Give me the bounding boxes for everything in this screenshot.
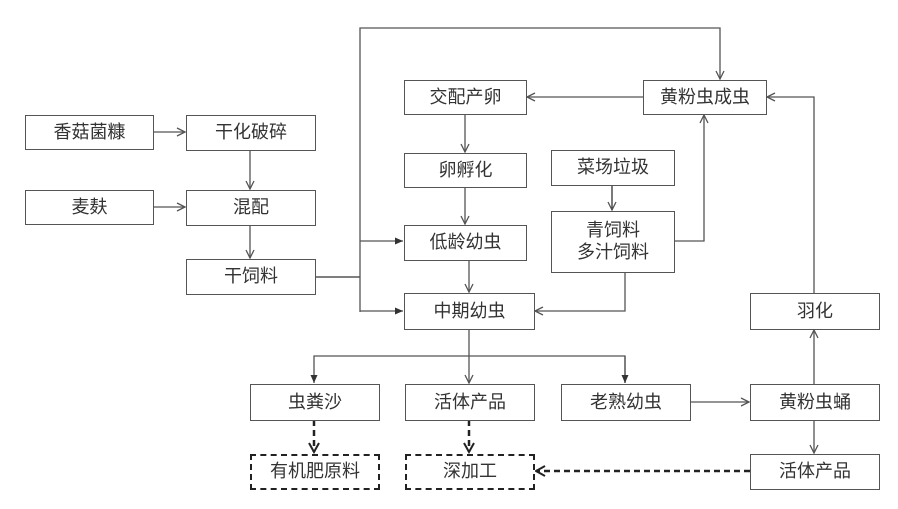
- node-young-larva: 低龄幼虫: [404, 225, 527, 261]
- node-deep-processing: 深加工: [405, 454, 535, 490]
- node-label: 卵孵化: [438, 159, 493, 181]
- node-label: 香菇菌糠: [53, 121, 126, 143]
- edge-eclosion-to-adult: [767, 97, 815, 293]
- node-mid-larva: 中期幼虫: [404, 293, 535, 330]
- node-label: 麦麸: [71, 196, 108, 218]
- node-pupa: 黄粉虫蛹: [750, 384, 880, 421]
- edge-trunk: [359, 27, 720, 312]
- node-green-feed: 青饲料 多汁饲料: [551, 211, 675, 273]
- node-adult: 黄粉虫成虫: [643, 80, 767, 115]
- node-hatching: 卵孵化: [404, 153, 527, 188]
- node-label: 深加工: [443, 461, 497, 482]
- node-dry-crush: 干化破碎: [186, 115, 316, 151]
- node-label: 干化破碎: [215, 122, 287, 143]
- node-dry-feed: 干饲料: [186, 259, 316, 295]
- node-label: 混配: [233, 197, 269, 218]
- node-label: 黄粉虫成虫: [660, 86, 750, 108]
- node-label: 老熟幼虫: [590, 391, 662, 413]
- node-label: 低龄幼虫: [429, 232, 502, 253]
- node-mating: 交配产卵: [404, 80, 527, 115]
- node-label: 菜场垃圾: [577, 157, 649, 178]
- node-label-line2: 多汁饲料: [577, 242, 649, 263]
- node-eclosion: 羽化: [750, 293, 880, 330]
- node-mix: 混配: [186, 190, 316, 226]
- node-label: 羽化: [797, 300, 833, 322]
- node-mushroom-residue: 香菇菌糠: [25, 115, 154, 150]
- node-label: 中期幼虫: [433, 300, 506, 322]
- node-label-line1: 青饲料: [586, 220, 640, 241]
- node-live-product-right: 活体产品: [750, 454, 880, 490]
- node-label: 活体产品: [434, 391, 506, 413]
- node-organic-fertilizer: 有机肥原料: [250, 454, 380, 490]
- node-wheat-bran: 麦麸: [25, 190, 154, 225]
- edge-greenfeed-to-adult: [674, 115, 704, 242]
- edge-greenfeed-to-mid: [535, 272, 626, 311]
- node-mature-larva: 老熟幼虫: [561, 384, 691, 421]
- node-label: 活体产品: [779, 461, 851, 482]
- node-label: 交配产卵: [429, 86, 502, 108]
- node-label: 虫粪沙: [288, 391, 342, 413]
- node-market-waste: 菜场垃圾: [551, 150, 675, 186]
- node-label: 干饲料: [224, 266, 278, 287]
- node-label: 黄粉虫蛹: [779, 391, 851, 413]
- node-frass: 虫粪沙: [250, 384, 380, 421]
- node-live-product-mid: 活体产品: [405, 384, 535, 421]
- node-label: 有机肥原料: [270, 461, 360, 482]
